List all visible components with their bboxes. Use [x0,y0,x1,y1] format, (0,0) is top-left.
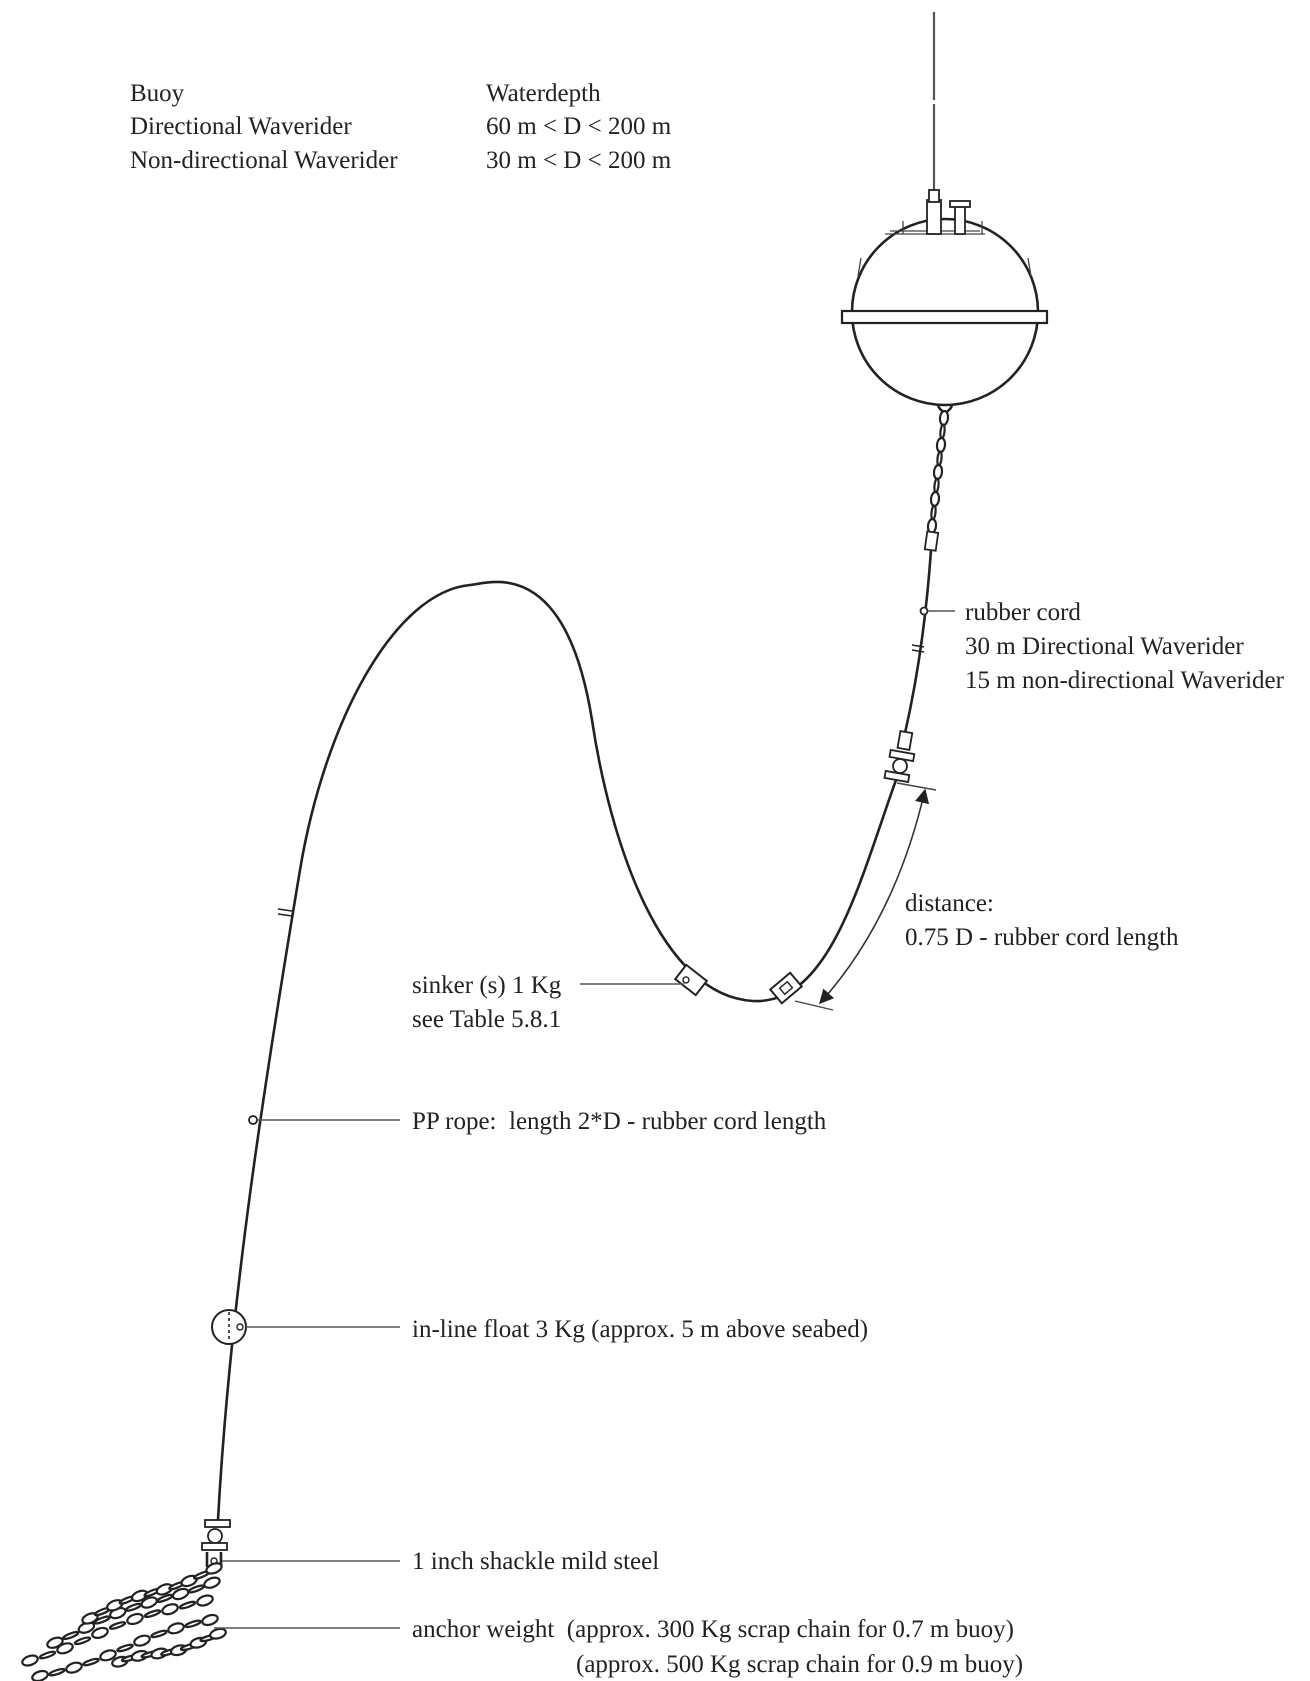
buoy-fender-ring [840,309,1049,325]
chain-link [56,1642,74,1655]
chain-link [161,1603,179,1616]
chain-link [184,1619,202,1629]
table-row-directional-buoy: Directional Waverider [130,113,352,140]
chain-link [124,1602,143,1612]
sinker-weights [673,963,804,1005]
chain-link [99,1649,117,1662]
chain-link [62,1630,80,1640]
chain-link [108,1621,127,1630]
table-header-buoy: Buoy [130,80,185,107]
chain-link [938,409,950,427]
label-anchor-weight-09: (approx. 500 Kg scrap chain for 0.9 m bu… [576,1651,1023,1678]
label-anchor-weight-07: anchor weight (approx. 300 Kg scrap chai… [412,1616,1014,1643]
label-rubber-cord-directional: 30 m Directional Waverider [965,633,1244,660]
buoy-chain [926,409,950,535]
chain-link [196,1594,214,1607]
chain-link [82,1657,100,1667]
label-pp-rope: PP rope: length 2*D - rubber cord length [412,1108,827,1135]
waverider-buoy [840,12,1049,414]
chain-link [38,1650,57,1660]
chain-link [46,1636,64,1649]
chain-link [209,1627,227,1640]
chain-link [65,1661,83,1674]
table-row-directional-depth: 60 m < D < 200 m [486,113,672,140]
chain-link [91,1626,109,1639]
chain-link [126,1612,144,1626]
chain-link [936,450,943,467]
table-header-waterdepth: Waterdepth [486,80,601,107]
label-rubber-cord: rubber cord [965,599,1081,626]
chain-link [933,477,940,494]
chain-link [201,1613,219,1627]
chain-link [133,1634,151,1647]
chain-link [929,490,941,508]
chain-link [150,1629,168,1639]
anchor-chain-pile [21,1562,227,1681]
chain-link [21,1654,39,1667]
chain-link [31,1669,49,1681]
chain-link [205,1562,223,1575]
table-row-nondirectional-depth: 30 m < D < 200 m [486,147,672,174]
label-distance: distance: [905,890,994,917]
chain-link [930,504,937,521]
label-shackle: 1 inch shackle mild steel [412,1548,659,1575]
chain-link [203,1576,221,1589]
table-row-nondirectional-buoy: Non-directional Waverider [130,147,398,174]
chain-link [93,1615,111,1625]
chain-link [140,1596,158,1609]
chain-link [48,1667,66,1677]
chain-link [143,1609,162,1618]
chain-link [178,1600,197,1610]
buoy-depth-table: Buoy Waterdepth Directional Waverider 60… [130,80,672,174]
label-sinker: sinker (s) 1 Kg [412,972,562,999]
chain-link [116,1643,134,1653]
label-rubber-cord-nondirectional: 15 m non-directional Waverider [965,667,1285,694]
distance-dimension [794,782,937,1011]
rubber-cord [903,549,933,734]
chain-link [939,423,946,440]
pp-rope [216,580,898,1521]
label-inline-float: in-line float 3 Kg (approx. 5 m above se… [412,1316,868,1343]
label-sinker-table-ref: see Table 5.8.1 [412,1006,561,1033]
chain-link [932,463,944,481]
inline-float [211,1309,247,1345]
chain-link [73,1636,92,1646]
label-distance-formula: 0.75 D - rubber cord length [905,924,1179,951]
swivel-assembly [883,730,916,784]
chain-link [935,436,947,454]
chain-link [167,1622,185,1635]
